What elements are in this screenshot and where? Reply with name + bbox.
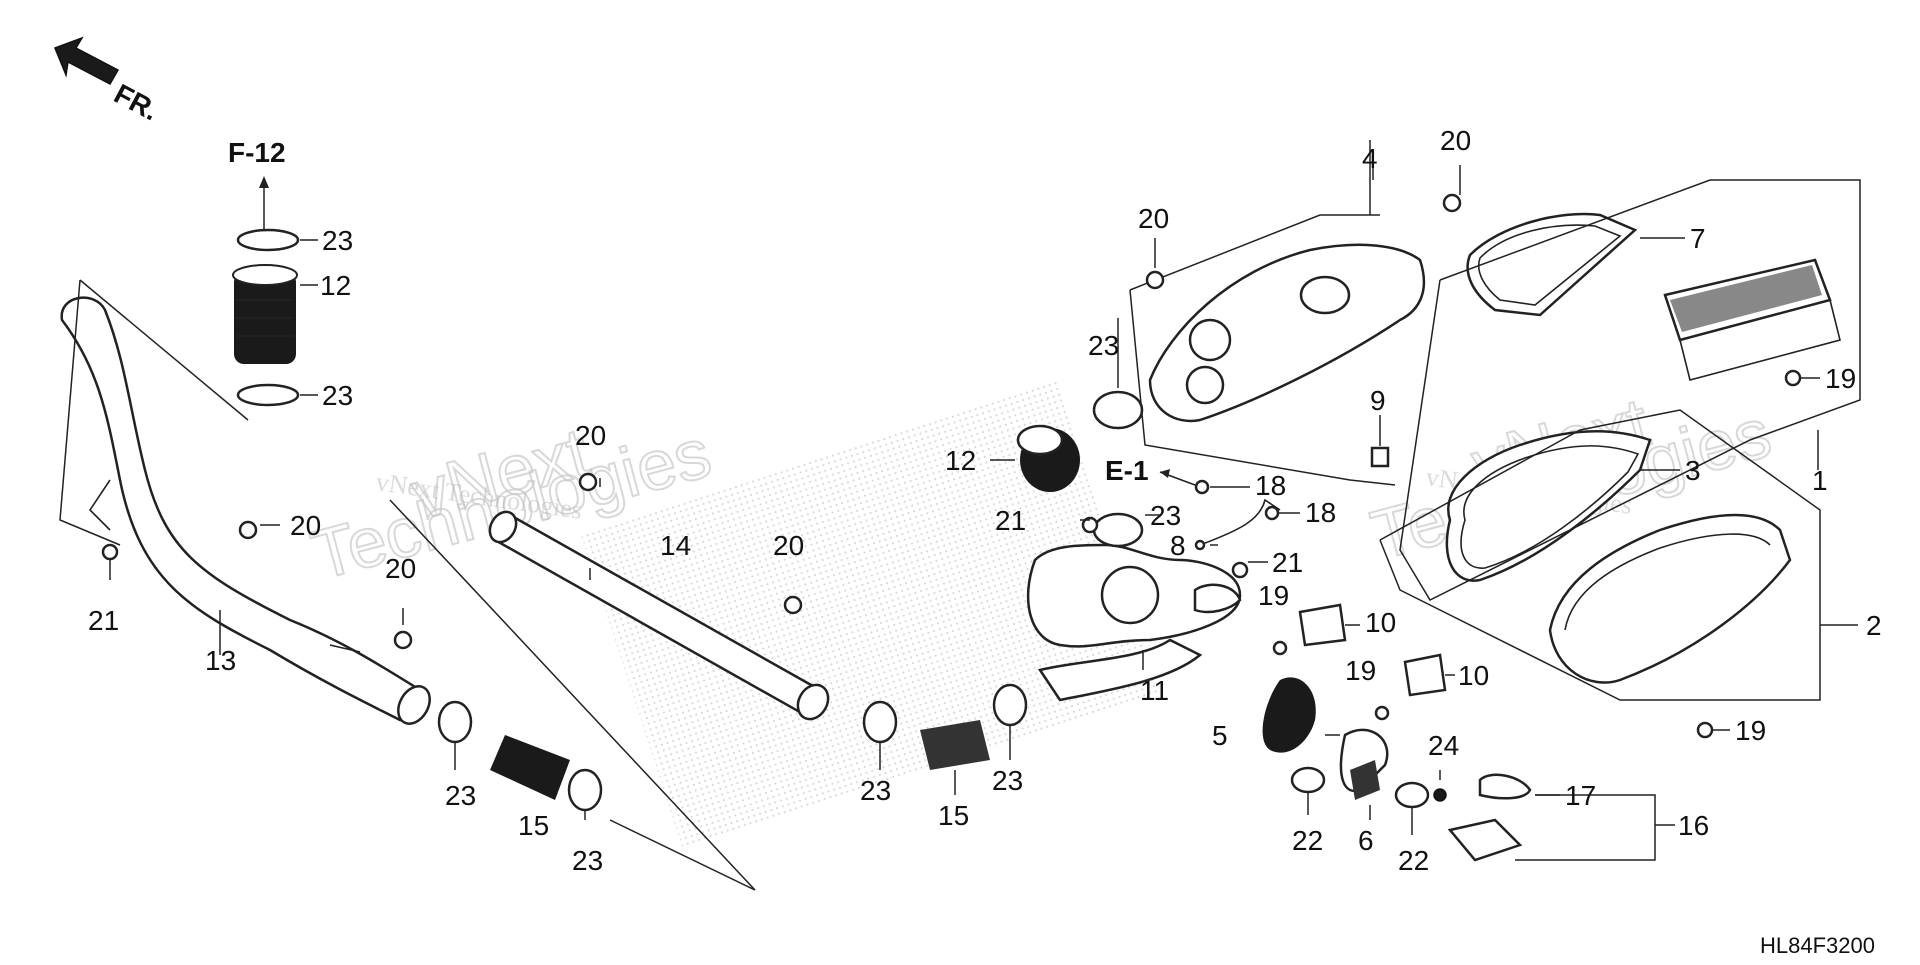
callout-14: 14: [660, 530, 691, 561]
part-7-seal: [1466, 212, 1638, 317]
callout-23: 23: [992, 765, 1023, 796]
callout-19: 19: [1825, 363, 1856, 394]
callout-7: 7: [1690, 223, 1706, 254]
callout-20: 20: [290, 510, 321, 541]
callout-22: 22: [1292, 825, 1323, 856]
callout-5: 5: [1212, 720, 1228, 751]
reference-f12: F-12: [228, 137, 286, 168]
callout-4: 4: [1362, 143, 1378, 174]
part-11-intake: [1026, 543, 1242, 702]
callout-21: 21: [995, 505, 1026, 536]
callout-13: 13: [205, 645, 236, 676]
front-label: FR.: [109, 78, 163, 127]
callout-1: 1: [1812, 465, 1828, 496]
callout-23: 23: [572, 845, 603, 876]
diagram-code: HL84F3200: [1760, 933, 1875, 958]
callout-10: 10: [1458, 660, 1489, 691]
callout-24: 24: [1428, 730, 1459, 761]
callout-6: 6: [1358, 825, 1374, 856]
callout-23: 23: [445, 780, 476, 811]
reference-e1: E-1: [1105, 455, 1149, 486]
callout-10: 10: [1365, 607, 1396, 638]
callout-17: 17: [1565, 780, 1596, 811]
e1-reference: E-1: [1105, 455, 1196, 486]
lower-right-parts: [1262, 603, 1675, 862]
callout-23: 23: [322, 225, 353, 256]
front-direction-arrow: FR.: [54, 36, 164, 127]
f12-reference: F-12: [228, 137, 286, 230]
callout-9: 9: [1370, 385, 1386, 416]
part-2-lower-case: [1548, 513, 1792, 684]
callout-23: 23: [1150, 500, 1181, 531]
callout-11: 11: [1140, 675, 1169, 706]
callout-16: 16: [1678, 810, 1709, 841]
part-12-hose-center: [1016, 390, 1144, 548]
callout-15: 15: [938, 800, 969, 831]
callout-20: 20: [1440, 125, 1471, 156]
callout-23: 23: [1088, 330, 1119, 361]
callout-8: 8: [1170, 530, 1186, 561]
callout-23: 23: [860, 775, 891, 806]
group-brackets: [1379, 179, 1861, 701]
callout-19: 19: [1735, 715, 1766, 746]
clamp-hose-stack: [232, 228, 318, 407]
air-filter-element: [1663, 258, 1841, 381]
callout-19: 19: [1345, 655, 1376, 686]
callout-12: 12: [945, 445, 976, 476]
part-13-duct: [59, 279, 431, 725]
callout-22: 22: [1398, 845, 1429, 876]
leader-lines: [109, 165, 1820, 835]
callout-20: 20: [385, 553, 416, 584]
callout-20: 20: [575, 420, 606, 451]
small-parts-9-8-18: [1194, 415, 1390, 551]
part-4-airbox-cover: [1129, 140, 1426, 486]
callout-23: 23: [322, 380, 353, 411]
callout-21: 21: [88, 605, 119, 636]
callout-20: 20: [1138, 203, 1169, 234]
lower-hoses: [437, 683, 1028, 812]
callout-12: 12: [320, 270, 351, 301]
callout-18: 18: [1305, 497, 1336, 528]
callout-15: 15: [518, 810, 549, 841]
callout-2: 2: [1866, 610, 1882, 641]
callout-19: 19: [1258, 580, 1289, 611]
callout-21: 21: [1272, 547, 1303, 578]
callout-labels: 1 2 3 4 5 6 7 8 9 10 10 11 12 12 13 14 1…: [88, 125, 1882, 876]
callout-20: 20: [773, 530, 804, 561]
fasteners: [101, 193, 1802, 739]
callout-18: 18: [1255, 470, 1286, 501]
part-14-tube: [389, 499, 830, 891]
callout-3: 3: [1685, 455, 1701, 486]
